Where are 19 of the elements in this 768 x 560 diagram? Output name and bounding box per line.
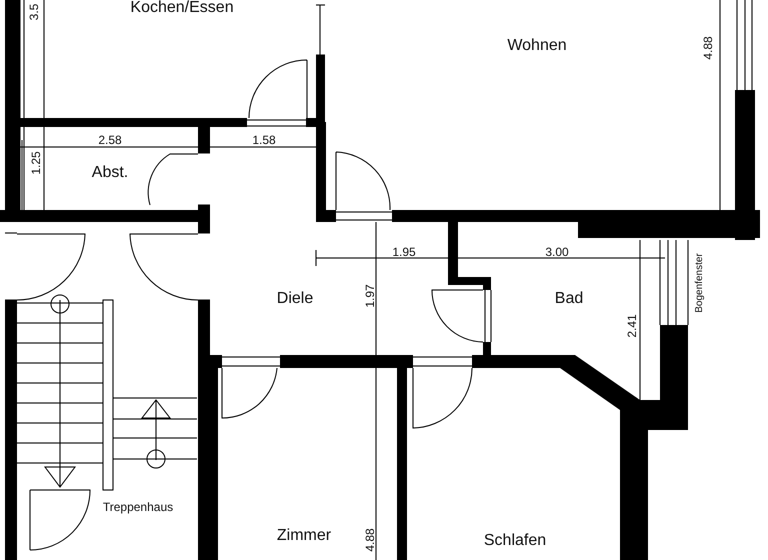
room-label: Bad xyxy=(554,291,584,307)
room-label: Diele xyxy=(276,291,314,307)
dimension-label: 2.58 xyxy=(98,134,122,146)
dimension-label: 4.88 xyxy=(702,36,714,60)
room-label: Wohnen xyxy=(507,38,567,54)
dimension-label: 1.25 xyxy=(30,151,42,175)
window-label: Bogenfenster xyxy=(695,253,705,313)
dimension-label: 3.5 xyxy=(28,4,40,20)
room-label: Schlafen xyxy=(484,533,546,549)
room-label: Zimmer xyxy=(276,528,332,544)
dimension-label: 1.97 xyxy=(364,284,376,308)
dimension-label: 1.58 xyxy=(252,134,276,146)
room-label: Kochen/Essen xyxy=(130,0,234,16)
dimension-label: 1.95 xyxy=(392,246,416,258)
room-label: Treppenhaus xyxy=(102,501,174,513)
dimension-label: 4.88 xyxy=(364,528,376,552)
dimension-label: 3.00 xyxy=(545,246,569,258)
dimension-label: 2.41 xyxy=(626,314,638,338)
room-label: Abst. xyxy=(92,165,128,181)
